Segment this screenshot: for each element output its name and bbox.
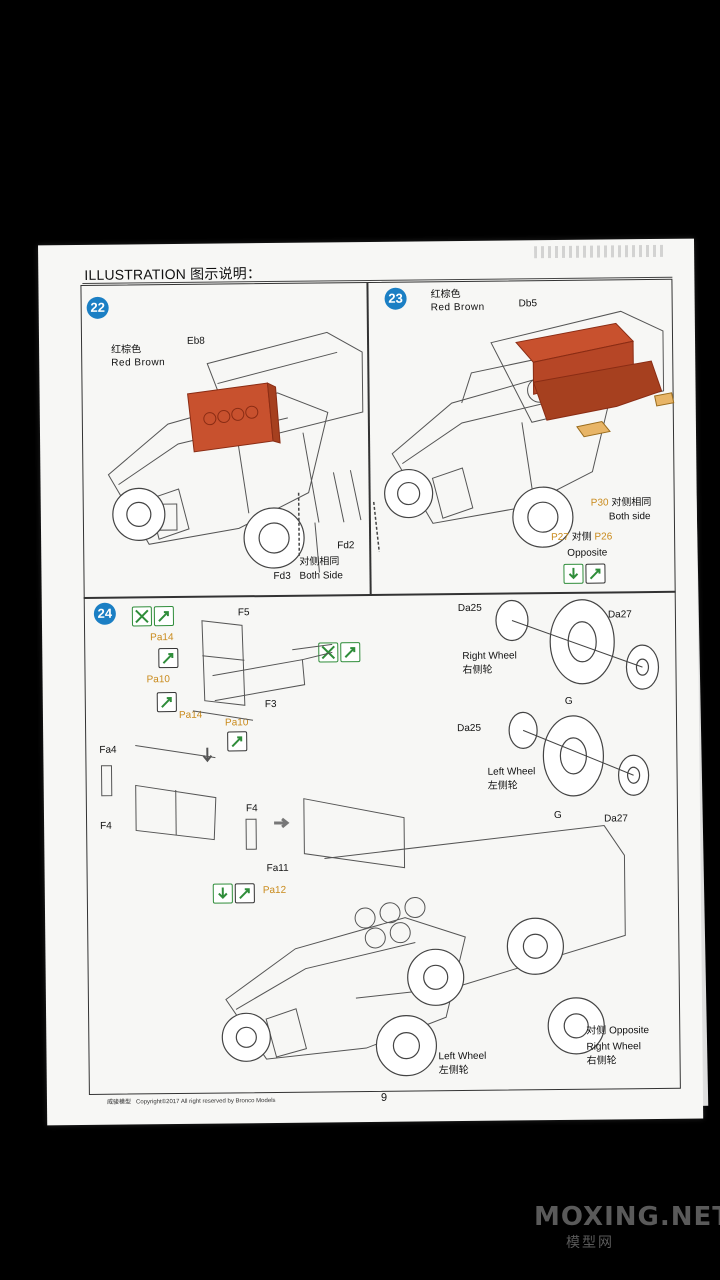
step24-bottom-right-wheel-en: Right Wheel bbox=[586, 1041, 641, 1053]
step-24-badge: 24 bbox=[93, 602, 116, 625]
bend-icon bbox=[227, 731, 248, 752]
step22-note-cn: 对侧相同 bbox=[299, 556, 340, 568]
step22-note-en: Both Side bbox=[299, 570, 343, 582]
step24-vehicle-drawing bbox=[221, 798, 626, 1077]
glue-icon bbox=[212, 883, 233, 904]
step23-note-cn: 对侧相同 bbox=[611, 497, 652, 509]
step23-p27-line: P27 对侧 P26 bbox=[551, 531, 612, 544]
step24-bottom-left-wheel-en: Left Wheel bbox=[438, 1050, 487, 1063]
bend-icon bbox=[340, 642, 361, 663]
glue-icon bbox=[563, 563, 584, 584]
fold-icon bbox=[131, 606, 153, 627]
fold-icon bbox=[318, 642, 339, 663]
step24-windscreen-parts bbox=[100, 744, 290, 850]
step22-part-fd3: Fd3 bbox=[273, 570, 291, 582]
step23-opp-en: Opposite bbox=[567, 547, 608, 559]
print-dots bbox=[534, 244, 665, 259]
step23-note-en: Both side bbox=[608, 511, 651, 523]
bend-icon bbox=[158, 647, 179, 669]
step-22-badge: 22 bbox=[86, 296, 109, 319]
step23-part-p30: P30 bbox=[590, 497, 609, 509]
step24-bottom-right-wheel-cn: 右侧轮 bbox=[586, 1055, 617, 1067]
step24-frame-parts bbox=[192, 620, 333, 721]
step24-part-da25: Da25 bbox=[457, 722, 482, 735]
step23-p30-line: P30 对侧相同 bbox=[591, 497, 652, 510]
step23-part-p26: P26 bbox=[594, 531, 613, 543]
step23-part-db5: Db5 bbox=[518, 298, 538, 310]
page-number: 9 bbox=[380, 1091, 388, 1104]
step-23-badge: 23 bbox=[384, 287, 407, 310]
bend-icon bbox=[234, 883, 255, 904]
bend-icon bbox=[156, 692, 177, 713]
footer-copyright: Copyright©2017 All right reserved by Bro… bbox=[135, 1097, 276, 1106]
step23-color-cn: 红棕色 bbox=[430, 289, 461, 301]
step24-part-pa10: Pa10 bbox=[146, 674, 170, 686]
bend-icon bbox=[585, 563, 606, 584]
watermark-logo: MOXING.NET bbox=[534, 1202, 720, 1232]
footer-brand: 威骏模型 bbox=[106, 1099, 132, 1106]
bend-icon bbox=[153, 606, 175, 627]
step24-bottom-left-wheel-cn: 左侧轮 bbox=[438, 1064, 469, 1077]
step23-part-p27: P27 bbox=[551, 531, 569, 544]
step24-bottom-opposite: 对侧 Opposite bbox=[586, 1025, 650, 1037]
step24-part-pa14: Pa14 bbox=[150, 632, 174, 644]
wheel-assembly-right bbox=[495, 599, 660, 690]
step24-right-wheel-cn: 右侧轮 bbox=[462, 664, 493, 677]
instruction-page: ILLUSTRATION 图示说明： 22 红棕色 Red Brown Eb8 bbox=[38, 238, 704, 1126]
watermark-sub: 模型网 bbox=[566, 1234, 614, 1250]
step22-part-fd2: Fd2 bbox=[337, 540, 355, 552]
footer-credits: 威骏模型 Copyright©2017 All right reserved b… bbox=[107, 1095, 276, 1106]
step24-part-da25: Da25 bbox=[457, 602, 482, 615]
wheel-assembly-left bbox=[508, 711, 650, 797]
step22-vehicle-drawing bbox=[107, 331, 380, 573]
step23-vehicle-drawing bbox=[384, 310, 675, 548]
step23-opp-cn: 对侧 bbox=[571, 531, 592, 543]
